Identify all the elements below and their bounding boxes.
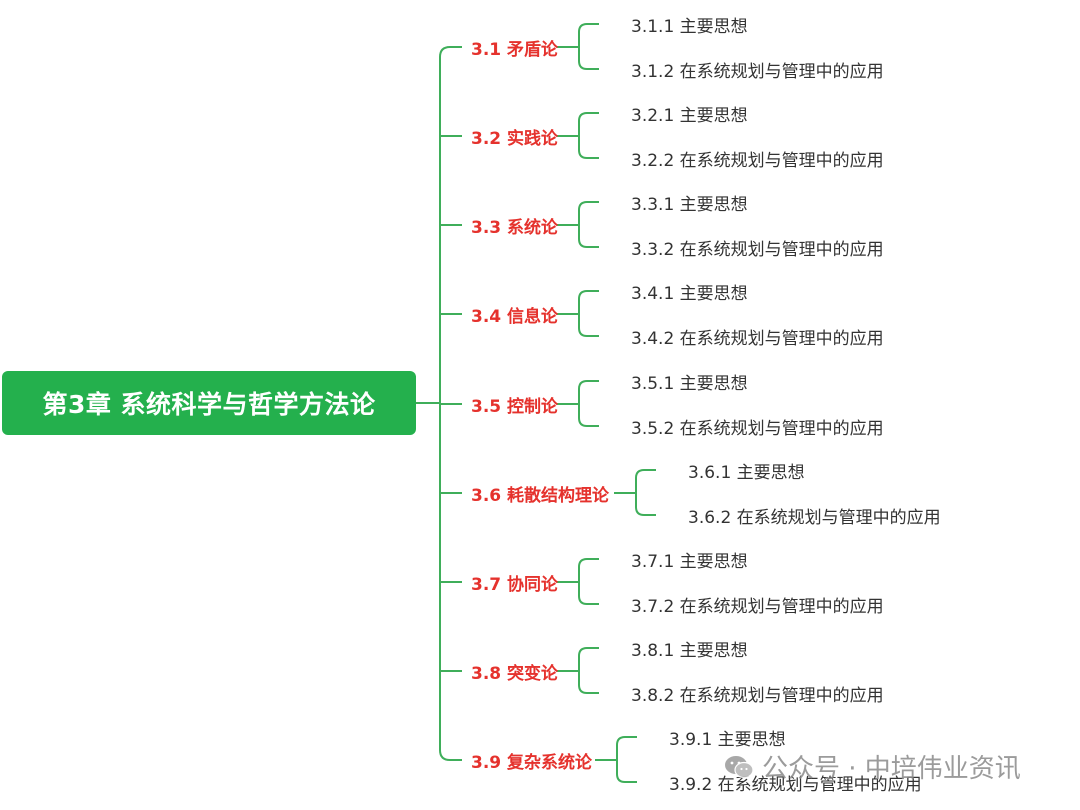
leaf-label[interactable]: 3.7.2 在系统规划与管理中的应用 bbox=[631, 597, 884, 617]
branch-label[interactable]: 3.9 复杂系统论 bbox=[471, 753, 593, 773]
branch-label[interactable]: 3.2 实践论 bbox=[471, 129, 559, 149]
leaf-label[interactable]: 3.9.1 主要思想 bbox=[669, 730, 786, 750]
leaf-label[interactable]: 3.5.1 主要思想 bbox=[631, 374, 748, 394]
leaf-label[interactable]: 3.1.1 主要思想 bbox=[631, 17, 748, 37]
leaf-label[interactable]: 3.4.2 在系统规划与管理中的应用 bbox=[631, 329, 884, 349]
leaf-label[interactable]: 3.8.2 在系统规划与管理中的应用 bbox=[631, 686, 884, 706]
wechat-icon bbox=[724, 754, 754, 780]
leaf-label[interactable]: 3.5.2 在系统规划与管理中的应用 bbox=[631, 419, 884, 439]
leaf-label[interactable]: 3.4.1 主要思想 bbox=[631, 284, 748, 304]
leaf-label[interactable]: 3.7.1 主要思想 bbox=[631, 552, 748, 572]
leaf-bracket bbox=[578, 647, 599, 694]
branch-label[interactable]: 3.7 协同论 bbox=[471, 575, 559, 595]
leaf-label[interactable]: 3.6.2 在系统规划与管理中的应用 bbox=[688, 508, 941, 528]
leaf-bracket bbox=[578, 380, 599, 427]
root-node-label: 第3章 系统科学与哲学方法论 bbox=[42, 390, 376, 419]
root-node[interactable]: 第3章 系统科学与哲学方法论 bbox=[2, 371, 416, 435]
branch-label[interactable]: 3.5 控制论 bbox=[471, 397, 559, 417]
leaf-label[interactable]: 3.6.1 主要思想 bbox=[688, 463, 805, 483]
watermark-text: 公众号 · 中培伟业资讯 bbox=[762, 754, 1021, 784]
branch-label[interactable]: 3.6 耗散结构理论 bbox=[471, 486, 610, 506]
branch-label[interactable]: 3.4 信息论 bbox=[471, 307, 559, 327]
leaf-bracket bbox=[578, 290, 599, 337]
leaf-label[interactable]: 3.9.2 在系统规划与管理中的应用 bbox=[669, 775, 922, 795]
leaf-label[interactable]: 3.3.1 主要思想 bbox=[631, 195, 748, 215]
leaf-bracket bbox=[578, 112, 599, 159]
leaf-bracket bbox=[578, 23, 599, 70]
branch-label[interactable]: 3.8 突变论 bbox=[471, 664, 559, 684]
watermark: 公众号 · 中培伟业资讯 bbox=[724, 748, 1021, 785]
branch-label[interactable]: 3.3 系统论 bbox=[471, 218, 559, 238]
leaf-bracket bbox=[635, 469, 656, 516]
leaf-label[interactable]: 3.3.2 在系统规划与管理中的应用 bbox=[631, 240, 884, 260]
leaf-label[interactable]: 3.8.1 主要思想 bbox=[631, 641, 748, 661]
branch-label[interactable]: 3.1 矛盾论 bbox=[471, 40, 559, 60]
leaf-bracket bbox=[616, 736, 637, 783]
leaf-label[interactable]: 3.1.2 在系统规划与管理中的应用 bbox=[631, 62, 884, 82]
leaf-label[interactable]: 3.2.1 主要思想 bbox=[631, 106, 748, 126]
leaf-bracket bbox=[578, 558, 599, 605]
leaf-bracket bbox=[578, 201, 599, 248]
leaf-label[interactable]: 3.2.2 在系统规划与管理中的应用 bbox=[631, 151, 884, 171]
